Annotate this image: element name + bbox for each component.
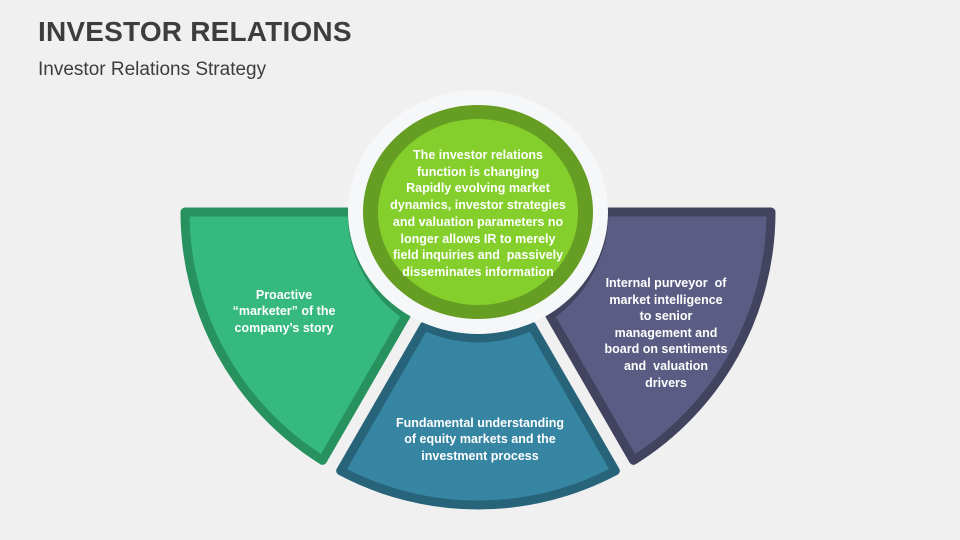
center-circle: [378, 119, 578, 305]
segment-middle: [336, 321, 620, 510]
page-subtitle: Investor Relations Strategy: [38, 59, 267, 80]
page-title: INVESTOR RELATIONS: [38, 16, 352, 47]
